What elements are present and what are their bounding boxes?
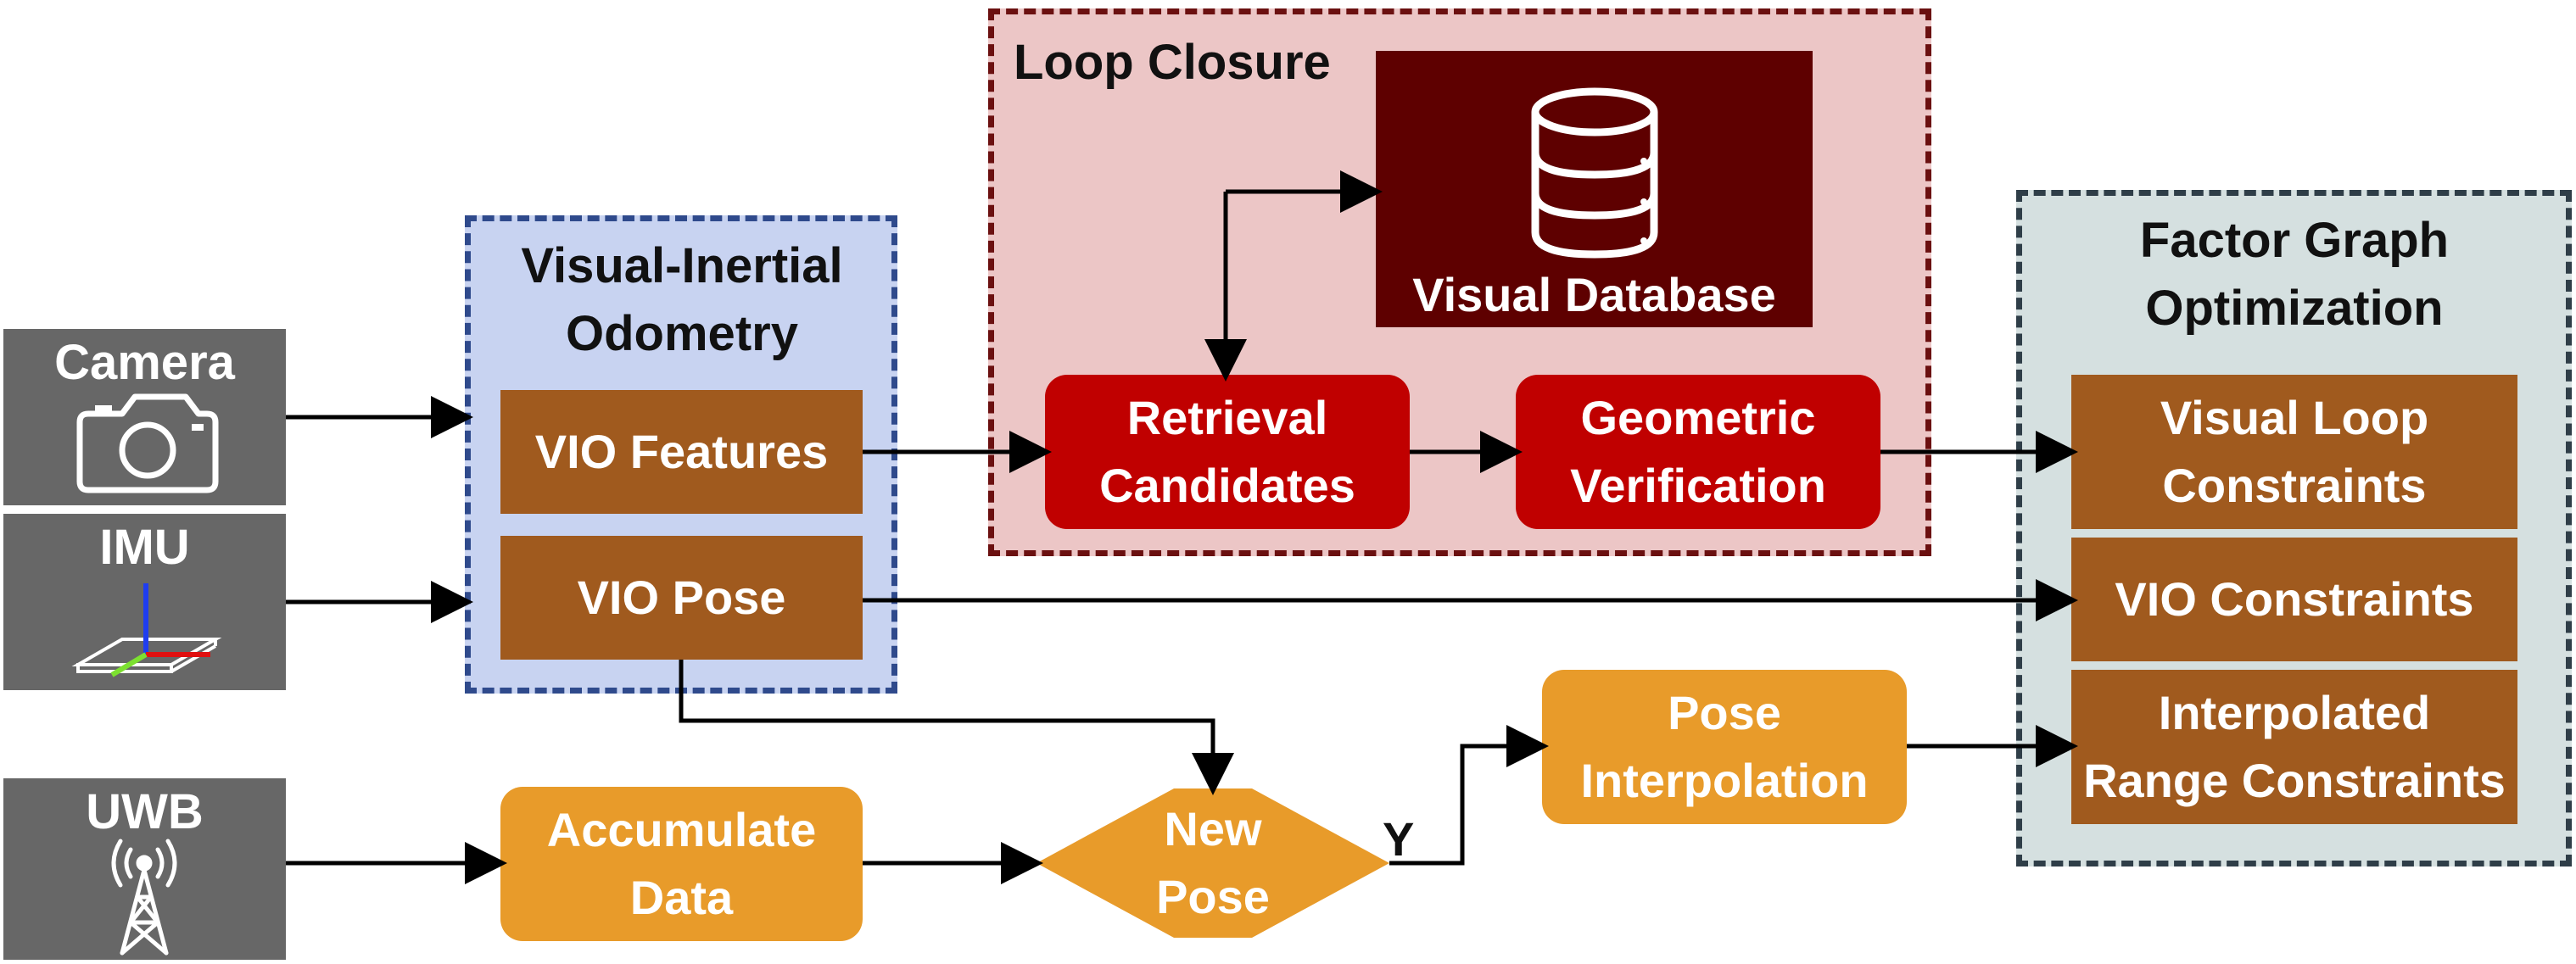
database-icon xyxy=(1531,87,1658,259)
visual-loop-line2: Constraints xyxy=(2162,459,2427,512)
accumulate-data-block: Accumulate Data xyxy=(500,787,863,941)
range-line2: Range Constraints xyxy=(2083,754,2506,807)
accumulate-line2: Data xyxy=(629,871,734,924)
vio-pose-block: VIO Pose xyxy=(500,536,863,660)
range-line1: Interpolated xyxy=(2158,686,2431,739)
antenna-tower-icon xyxy=(111,839,177,956)
factor-title-line1: Factor Graph xyxy=(2139,213,2450,268)
camera-icon xyxy=(76,393,219,493)
new-pose-label: New Pose xyxy=(1094,795,1332,931)
yes-label: Y xyxy=(1383,812,1415,866)
accumulate-line1: Accumulate xyxy=(546,803,817,856)
new-pose-line1: New xyxy=(1164,802,1262,855)
geometric-line2: Verification xyxy=(1570,459,1826,512)
vio-title-line1: Visual-Inertial xyxy=(521,238,843,293)
retrieval-line2: Candidates xyxy=(1099,459,1355,512)
retrieval-line1: Retrieval xyxy=(1126,391,1328,444)
new-pose-line2: Pose xyxy=(1156,870,1270,923)
pose-interpolation-block: Pose Interpolation xyxy=(1542,670,1907,824)
vio-constraints-label: VIO Constraints xyxy=(2115,572,2474,626)
imu-sensor: IMU xyxy=(3,514,286,690)
interp-line2: Interpolation xyxy=(1580,754,1869,807)
vio-constraints-block: VIO Constraints xyxy=(2071,538,2517,661)
visual-loop-constraints-block: Visual Loop Constraints xyxy=(2071,375,2517,529)
camera-label: Camera xyxy=(54,335,235,390)
vio-group-title: Visual-Inertial Odometry xyxy=(475,232,889,368)
factor-title-line2: Optimization xyxy=(2145,281,2444,336)
visual-database-label: Visual Database xyxy=(1412,268,1776,321)
loop-closure-title: Loop Closure xyxy=(1014,35,1331,90)
vio-features-block: VIO Features xyxy=(500,390,863,514)
visual-database-block: Visual Database xyxy=(1376,51,1813,327)
geometric-line1: Geometric xyxy=(1580,391,1816,444)
imu-icon xyxy=(71,583,222,677)
interp-line1: Pose xyxy=(1668,686,1781,739)
retrieval-candidates-block: Retrieval Candidates xyxy=(1045,375,1410,529)
vio-pose-label: VIO Pose xyxy=(577,571,786,624)
uwb-sensor: UWB xyxy=(3,778,286,960)
visual-loop-line1: Visual Loop xyxy=(2160,391,2429,444)
uwb-label: UWB xyxy=(86,784,204,839)
range-constraints-block: Interpolated Range Constraints xyxy=(2071,670,2517,824)
vio-features-label: VIO Features xyxy=(534,425,829,478)
camera-sensor: Camera xyxy=(3,329,286,505)
factor-graph-title: Factor Graph Optimization xyxy=(2027,207,2562,343)
imu-label: IMU xyxy=(99,520,190,575)
geometric-verification-block: Geometric Verification xyxy=(1516,375,1880,529)
vio-title-line2: Odometry xyxy=(566,306,798,361)
